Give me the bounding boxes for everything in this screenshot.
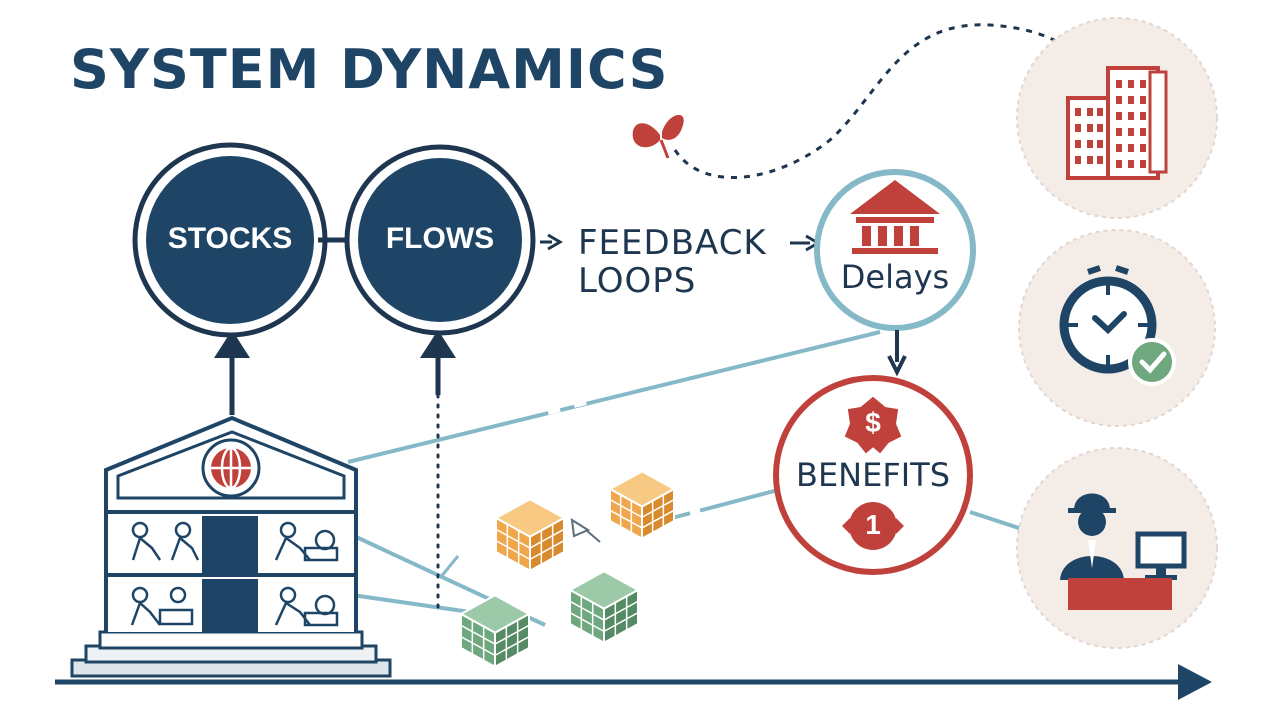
one-badge [842, 502, 904, 550]
cube-4 [458, 594, 532, 669]
clock-icon [1059, 265, 1157, 374]
globe-icon [201, 438, 261, 498]
cube-1 [493, 498, 567, 573]
up-arrows [214, 330, 456, 415]
small-arrow-icon [570, 518, 591, 538]
flows-label: FLOWS [385, 222, 495, 255]
one-badge-label: 1 [865, 509, 881, 540]
buildings-icon [1066, 66, 1168, 180]
bank-icon [850, 180, 940, 254]
cube-icon [458, 470, 677, 669]
arrow-feedback-to-delays [790, 234, 821, 252]
dollar-badge-label: $ [865, 407, 881, 438]
stocks-label: STOCKS [167, 222, 293, 255]
worker-at-computer-icon [1060, 493, 1187, 610]
cube-diagonal-connector [438, 555, 460, 579]
butterfly-icon [632, 114, 684, 159]
dollar-badge [844, 396, 902, 454]
factory-to-cube-connector-2 [351, 593, 471, 614]
benefits-node [773, 375, 973, 575]
flows-node [344, 144, 536, 336]
cube-2 [607, 470, 677, 541]
checkmark-icon [1128, 338, 1176, 386]
cube-to-benefits-connector [671, 488, 779, 520]
feedback-loops-line2: LOOPS [578, 261, 697, 301]
factory-icon [70, 415, 392, 678]
arrow-delays-to-benefits [887, 330, 907, 377]
delays-label: Delays [840, 258, 950, 296]
page-title: SYSTEM DYNAMICS [70, 38, 669, 101]
timeline-axis [55, 664, 1212, 700]
factory-to-delays-connector [347, 330, 881, 464]
worker-ring [1016, 447, 1218, 649]
benefits-label: BENEFITS [795, 456, 951, 494]
feedback-loops-label: FEEDBACK LOOPS [578, 224, 767, 300]
feedback-loops-line1: FEEDBACK [578, 223, 767, 263]
benefits-to-worker-connector [969, 510, 1026, 532]
stocks-node [132, 142, 328, 338]
arrow-flows-to-feedback [540, 233, 563, 251]
cube-3 [567, 570, 641, 645]
